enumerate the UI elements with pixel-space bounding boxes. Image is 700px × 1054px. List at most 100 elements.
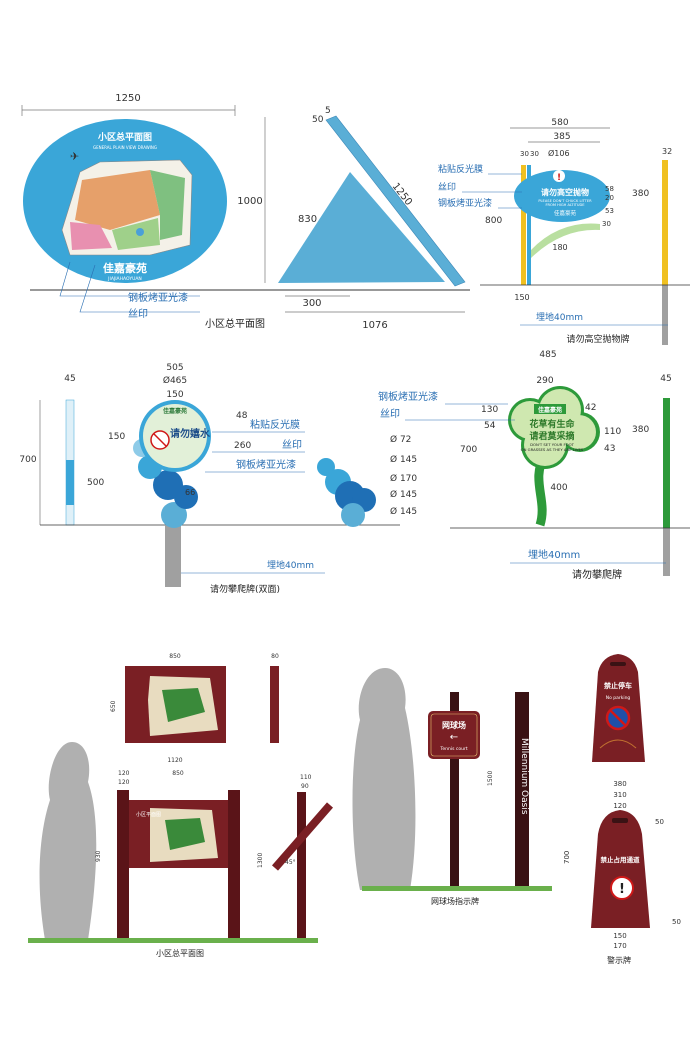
dim-700: 700 bbox=[563, 851, 571, 864]
sign-en-2: ON GRASSES AS THEY ARE LIVES bbox=[521, 447, 584, 452]
dim-850: 850 bbox=[169, 653, 181, 660]
panel-site-plan: 1250 1000 小区总平面图 GENERAL PLAIN VIEW DRAW… bbox=[21, 93, 470, 330]
dim-300: 300 bbox=[302, 298, 321, 309]
dim-505: 505 bbox=[166, 363, 183, 373]
person-silhouette bbox=[39, 742, 97, 940]
panel-warning-cones: 禁止停车 No parking 380 310 120 50 700 50 禁止… bbox=[563, 654, 681, 965]
dim-500: 500 bbox=[87, 478, 104, 488]
cone-handle bbox=[612, 818, 628, 823]
dim-850b: 850 bbox=[172, 770, 184, 777]
board-panel-lawn bbox=[165, 818, 205, 850]
side-post bbox=[297, 792, 306, 938]
panel-site-plan-board: 850 650 80 1120 850 120 120 930 1300 小区平… bbox=[28, 653, 334, 958]
dim-260: 260 bbox=[234, 441, 251, 451]
sign-badge bbox=[534, 404, 566, 414]
warning-icon bbox=[553, 170, 565, 182]
sign-footer: 佳嘉豪苑 bbox=[554, 209, 577, 217]
prohibit-slash bbox=[153, 433, 167, 447]
yellow-post bbox=[521, 165, 526, 285]
dim-930: 930 bbox=[95, 850, 102, 862]
callout-print: 丝印 bbox=[282, 439, 302, 451]
sign-main-text: 请勿嬉水 bbox=[170, 427, 211, 440]
no-parking-slash bbox=[609, 709, 627, 727]
caption-no-water: 请勿攀爬牌(双面) bbox=[210, 583, 280, 595]
dim-650: 650 bbox=[110, 700, 117, 712]
cone-main bbox=[591, 810, 650, 928]
dim-380: 380 bbox=[632, 425, 649, 435]
dim-485: 485 bbox=[539, 350, 556, 360]
support-triangle bbox=[278, 172, 445, 283]
dim-465: Ø465 bbox=[163, 375, 187, 386]
caption-no-litter: 请勿高空抛物牌 bbox=[566, 333, 629, 345]
dim-20: 20 bbox=[605, 194, 614, 202]
sign-board-border bbox=[430, 713, 478, 757]
caption-lawn: 请勿攀爬牌 bbox=[572, 568, 622, 581]
callout-paint: 钢板烤亚光漆 bbox=[236, 458, 296, 471]
caption-warning: 警示牌 bbox=[607, 955, 631, 965]
dim-1500: 1500 bbox=[487, 771, 494, 786]
dim-30a: 30 bbox=[520, 150, 529, 158]
board-side bbox=[270, 666, 279, 743]
bury-note: 埋地40mm bbox=[536, 311, 583, 323]
dim-5: 5 bbox=[325, 106, 331, 116]
bubble bbox=[153, 470, 183, 500]
dim-150-top: 150 bbox=[166, 390, 183, 400]
dim-30c: 30 bbox=[602, 220, 611, 228]
sign-en-1: DON'T SET YOUR FOOT bbox=[530, 442, 575, 447]
sign-title: 网球场 bbox=[442, 720, 466, 730]
callout-reflect: 粘贴反光膜 bbox=[250, 418, 300, 431]
panel-lawn-sign: 485 290 130 130 54 42 110 43 700 400 佳嘉豪… bbox=[378, 350, 690, 581]
warning-mark: ! bbox=[619, 882, 625, 897]
arrow-left-icon: ← bbox=[450, 732, 458, 743]
callout-leader bbox=[59, 261, 200, 297]
dim-120b: 120 bbox=[118, 779, 130, 786]
dim-80: 80 bbox=[271, 653, 279, 660]
caption-site-plan-board: 小区总平面图 bbox=[156, 948, 204, 958]
sign-main-text: 请勿高空抛物 bbox=[541, 187, 589, 197]
panel-side-view: 5 50 1250 830 300 1076 bbox=[278, 106, 466, 331]
dim-180: 180 bbox=[552, 243, 567, 252]
dim-66: 66 bbox=[185, 488, 195, 497]
person-silhouette bbox=[352, 668, 416, 890]
dim-48: 48 bbox=[236, 411, 248, 421]
dim-53: 53 bbox=[605, 207, 614, 215]
bubble bbox=[161, 502, 187, 528]
tilted-panel bbox=[325, 115, 466, 287]
dim-58: 58 bbox=[605, 185, 614, 193]
site-map: ✈ bbox=[61, 150, 193, 256]
callout-leader bbox=[79, 264, 200, 313]
board-label: 小区平面图 bbox=[136, 811, 161, 818]
panel-no-water-sign: 45 700 505 Ø465 150 150 500 佳嘉豪苑 请勿嬉水 48… bbox=[19, 363, 417, 595]
board-subtitle: GENERAL PLAIN VIEW DRAWING bbox=[93, 145, 157, 150]
cone-decor bbox=[599, 739, 637, 749]
circle-dim-3: Ø 170 bbox=[390, 473, 417, 484]
community-name: 佳嘉豪苑 bbox=[103, 261, 147, 275]
dim-106: Ø106 bbox=[548, 148, 570, 158]
cone-handle bbox=[610, 662, 626, 666]
dim-130b: 130 bbox=[481, 405, 498, 415]
side-post-green bbox=[663, 398, 670, 528]
blue-post bbox=[527, 165, 531, 285]
dim-54: 54 bbox=[484, 421, 496, 431]
dim-150-side: 150 bbox=[108, 432, 125, 442]
buried-post bbox=[165, 525, 181, 587]
sign-main-2: 请君莫采摘 bbox=[529, 430, 574, 442]
callout-print: 丝印 bbox=[438, 181, 456, 193]
callout-paint: 钢板烤亚光漆 bbox=[128, 291, 188, 304]
dim-label-1250: 1250 bbox=[115, 93, 140, 104]
dim-45deg: 45° bbox=[285, 859, 296, 866]
dim-32: 32 bbox=[662, 147, 672, 156]
sign-board bbox=[428, 711, 480, 759]
side-post-buried bbox=[663, 528, 670, 576]
grass-strip bbox=[362, 886, 552, 891]
panel-tennis-sign: 网球场 ← Tennis court 1500 Millennium Oasis… bbox=[352, 668, 552, 906]
board-title: 小区总平面图 bbox=[97, 131, 152, 143]
dim-110: 110 bbox=[300, 774, 312, 781]
circle-dim-1: Ø 72 bbox=[390, 434, 411, 445]
dim-1076: 1076 bbox=[362, 320, 387, 331]
dim-120: 120 bbox=[613, 802, 626, 810]
dim-90: 90 bbox=[301, 783, 309, 790]
dim-310: 310 bbox=[613, 791, 626, 799]
sign-footer: 佳嘉豪苑 bbox=[538, 406, 562, 414]
dim-45: 45 bbox=[64, 374, 75, 384]
